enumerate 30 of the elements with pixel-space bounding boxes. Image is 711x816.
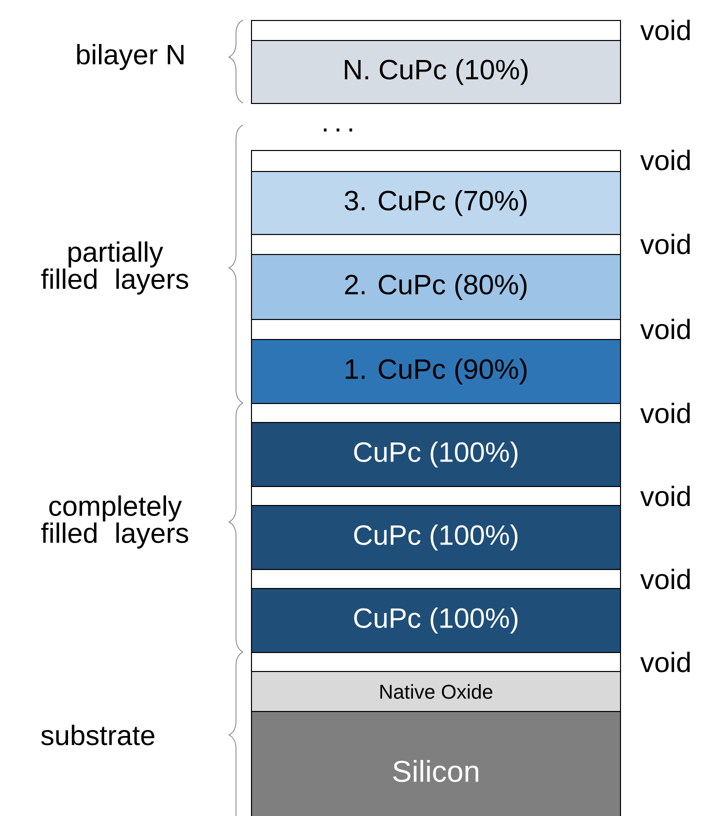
layer-label: void (640, 234, 690, 254)
void-band (251, 403, 621, 423)
layer-label: void (640, 486, 690, 506)
void-band (251, 234, 621, 255)
layer-label: void (640, 568, 690, 590)
void-band (251, 569, 621, 589)
ellipsis: . . . (324, 128, 352, 132)
void-band (251, 486, 621, 506)
group-label: substrate (41, 724, 154, 746)
group-label: completely filled layers (41, 495, 188, 549)
void-band (251, 20, 621, 41)
layer-band: 2. CuPc (80%) (251, 254, 621, 320)
void-band (251, 652, 621, 672)
layer-label: void (640, 20, 690, 40)
group-label: bilayer N (77, 44, 184, 70)
layer-band: Silicon (251, 711, 621, 816)
group-label: partially filled layers (41, 241, 188, 295)
layer-band: CuPc (100%) (251, 505, 621, 570)
layer-band: CuPc (100%) (251, 422, 621, 487)
layer-band: 1. CuPc (90%) (251, 339, 621, 404)
layer-label: void (640, 150, 690, 170)
void-band (251, 150, 621, 172)
layer-label: void (640, 652, 690, 672)
layer-band: CuPc (100%) (251, 588, 621, 653)
void-band (251, 319, 621, 340)
layer-band: N. CuPc (10%) (251, 40, 621, 104)
layer-band: Native Oxide (251, 671, 621, 712)
layer-label: void (640, 402, 690, 424)
layer-label: void (640, 318, 690, 340)
layer-band: 3. CuPc (70%) (251, 171, 621, 235)
